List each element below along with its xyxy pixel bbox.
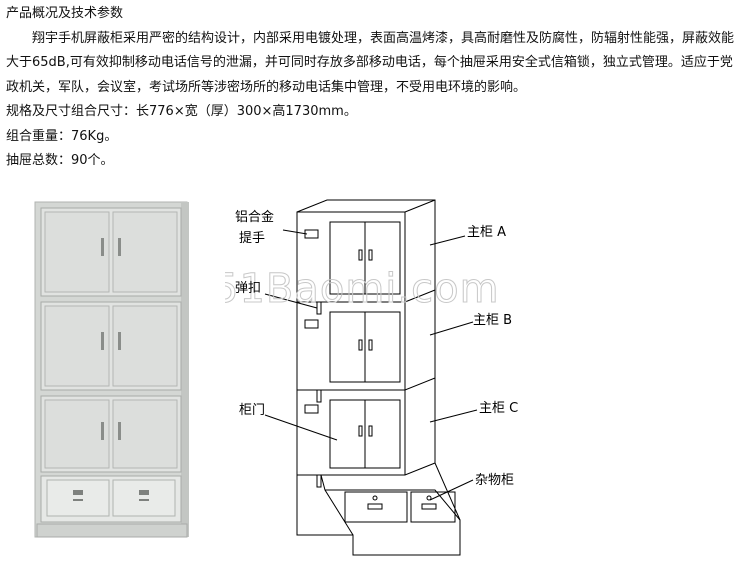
cabinet-diagram: 51Baomi.com 铝合金 提手 弹扣 柜门 主柜 A 主柜 B 主柜 C … — [225, 199, 518, 556]
cabinet-photo — [34, 201, 189, 538]
label-cabinet-a: 主柜 A — [467, 225, 506, 240]
spec-drawers: 抽屉总数：90个。 — [6, 153, 114, 168]
label-handle-line2: 提手 — [239, 230, 265, 246]
label-misc: 杂物柜 — [475, 473, 514, 488]
label-cabinet-c: 主柜 C — [479, 401, 518, 416]
spec-size: 规格及尺寸组合尺寸：长776×宽（厚）300×高1730mm。 — [6, 104, 357, 119]
label-door: 柜门 — [239, 403, 265, 418]
section-heading: 产品概况及技术参数 — [6, 6, 124, 21]
product-description: 翔宇手机屏蔽柜采用严密的结构设计，内部采用电镀处理，表面高温烤漆，具高耐磨性及防… — [6, 30, 735, 95]
label-latch: 弹扣 — [235, 281, 261, 296]
spec-weight: 组合重量：76Kg。 — [6, 128, 118, 144]
label-handle-line1: 铝合金 — [235, 209, 274, 225]
label-cabinet-b: 主柜 B — [473, 313, 512, 328]
product-text: 产品概况及技术参数 翔宇手机屏蔽柜采用严密的结构设计，内部采用电镀处理，表面高温… — [6, 2, 742, 174]
watermark: 51Baomi.com — [225, 266, 500, 312]
